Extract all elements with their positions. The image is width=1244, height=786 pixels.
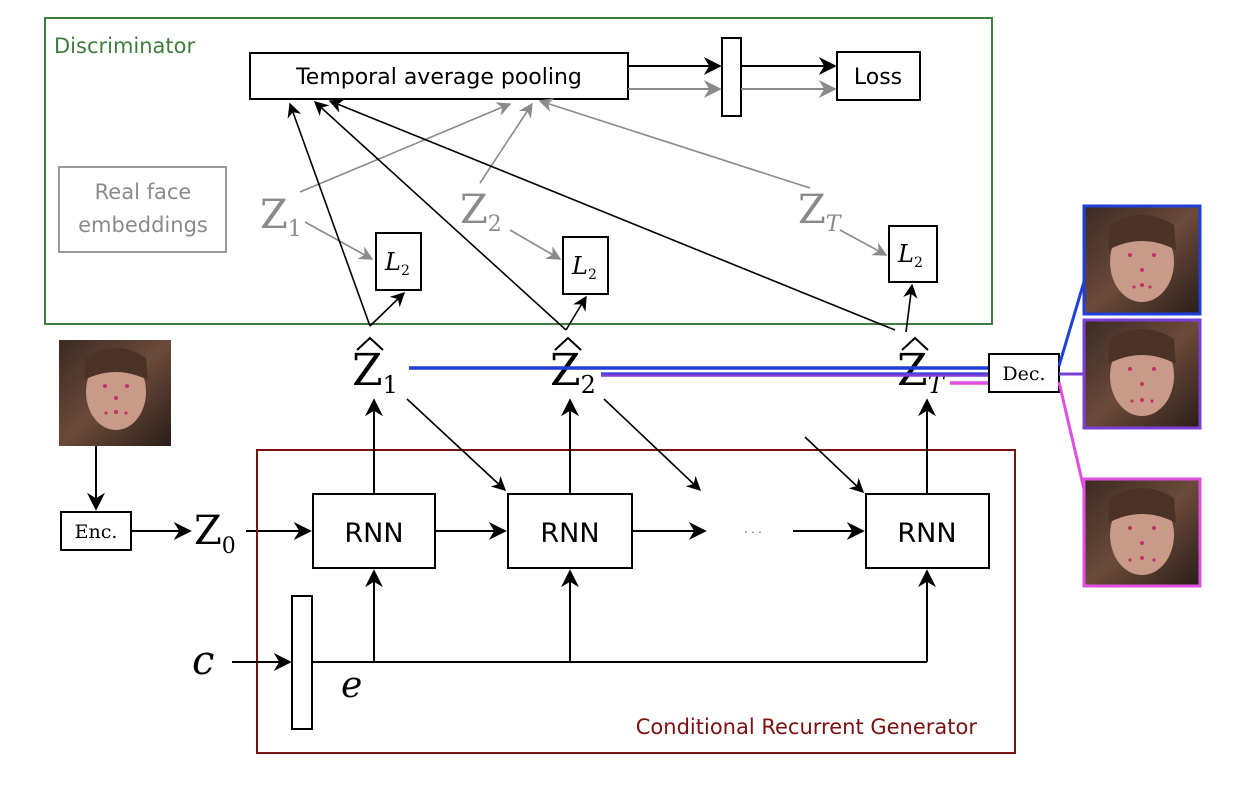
condition-concat-bar <box>291 595 313 730</box>
l2-label-2: L2 <box>571 252 597 283</box>
gen-z2-sub: 2 <box>581 371 596 399</box>
l2-label-3: L2 <box>897 240 923 271</box>
real-zt-to-l2-arrow <box>839 229 888 256</box>
rnn-box-1 <box>312 493 436 569</box>
generator-box <box>256 449 1016 754</box>
prev-to-rnn3-arrow <box>804 436 865 493</box>
gen-zt-to-pool-arrow <box>328 99 896 331</box>
rnn-label-3: RNN <box>897 518 956 549</box>
l2-base-1: L <box>384 248 401 276</box>
real-z2-sub: 2 <box>488 212 502 237</box>
input-face-image <box>59 340 171 446</box>
gen-z1-to-pool-arrow-a <box>287 102 371 327</box>
encoder-box <box>60 511 132 551</box>
real-embeddings-box <box>58 166 227 253</box>
pooling-label: Temporal average pooling <box>295 65 582 90</box>
gen-zt: ZT <box>897 345 946 399</box>
z0-label: Z0 <box>194 508 236 559</box>
real-z1-base: Z <box>260 192 288 238</box>
real-zt-sub: T <box>826 212 843 237</box>
gen-z1-base: Z <box>352 345 383 396</box>
gen-z2-to-pool-arrow <box>313 101 567 331</box>
real-embeddings-line1: Real face <box>95 180 192 204</box>
z1-to-rnn2-arrow <box>406 398 507 491</box>
real-zt-to-pool-arrow <box>538 98 811 189</box>
pooling-box <box>249 52 629 100</box>
real-z1: Z1 <box>260 192 302 242</box>
real-z2-to-l2-arrow <box>509 229 562 260</box>
l2-sub-1: 2 <box>401 263 410 279</box>
z0-sub: 0 <box>222 534 236 559</box>
l2-base-3: L <box>897 240 914 268</box>
rnn-label-1: RNN <box>344 518 403 549</box>
encoder-label: Enc. <box>75 521 118 543</box>
discriminator-concat-bar <box>721 37 742 117</box>
real-z1-to-pool-arrow <box>299 102 512 193</box>
real-z2-base: Z <box>460 187 488 233</box>
gen-z1-sub: 1 <box>383 371 398 399</box>
real-z2: Z2 <box>460 187 502 237</box>
real-zt-base: Z <box>798 187 826 233</box>
discriminator-box <box>44 17 993 325</box>
c-label: c <box>192 638 214 684</box>
real-z1-sub: 1 <box>288 217 302 242</box>
z2-to-next-arrow <box>603 398 702 491</box>
gen-zt-hat-icon <box>901 336 929 351</box>
real-zt: ZT <box>798 187 843 237</box>
gen-z2-base: Z <box>550 345 581 396</box>
l2-sub-2: 2 <box>588 267 597 283</box>
decoder-label: Dec. <box>1002 363 1045 385</box>
l2-box-1 <box>375 232 422 291</box>
l2-box-3 <box>888 225 938 283</box>
rnn-ellipsis: · · · <box>744 526 761 539</box>
gen-z1-to-l2-arrow <box>369 291 406 327</box>
gen-z2-to-l2-arrow <box>565 295 587 331</box>
loss-box <box>836 51 921 101</box>
real-embeddings-line2: embeddings <box>78 213 208 237</box>
e-label: e <box>341 665 362 706</box>
real-z2-to-pool-arrow <box>479 102 533 184</box>
rnn-label-2: RNN <box>540 518 599 549</box>
l2-label-1: L2 <box>384 248 410 279</box>
gen-z1-hat-icon <box>356 336 384 351</box>
output-frame-1 <box>1082 204 1202 316</box>
z0-base: Z <box>194 508 222 554</box>
gen-z2-hat-icon <box>554 336 582 351</box>
gen-z2: Z2 <box>550 345 596 399</box>
l2-base-2: L <box>571 252 588 280</box>
output-frame-2 <box>1082 318 1202 430</box>
discriminator-title: Discriminator <box>54 34 196 58</box>
output-frame-3 <box>1082 477 1202 588</box>
gen-zt-to-l2-arrow <box>903 283 918 333</box>
generator-title: Conditional Recurrent Generator <box>636 715 978 739</box>
gen-zt-sub: T <box>928 371 946 399</box>
l2-sub-3: 2 <box>914 255 923 271</box>
l2-box-2 <box>562 236 609 295</box>
loss-label: Loss <box>854 65 902 90</box>
gen-z1: Z1 <box>352 345 398 399</box>
gen-zt-base: Z <box>897 345 928 396</box>
